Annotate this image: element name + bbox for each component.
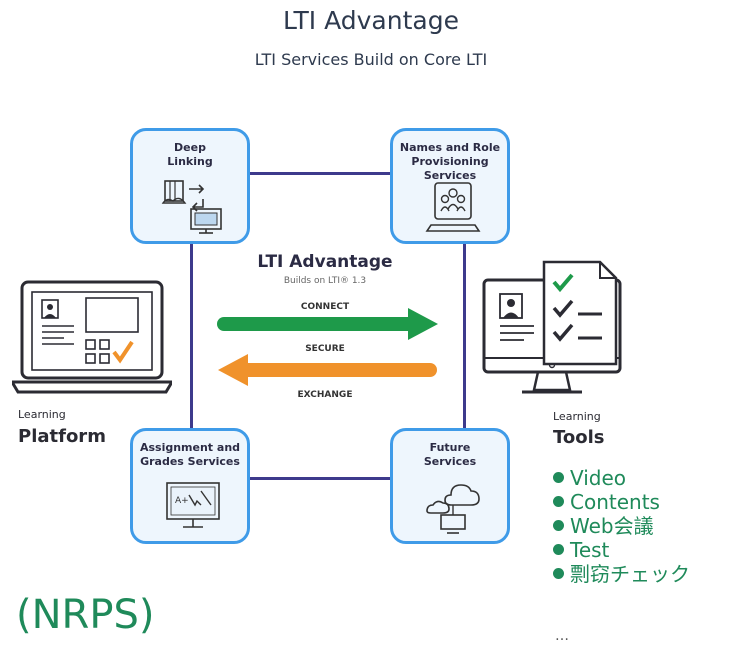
list-item: Contents bbox=[553, 490, 690, 514]
tools-list: Video Contents Web会議 Test 剽窃チェック bbox=[553, 466, 690, 586]
bullet-icon bbox=[553, 520, 564, 531]
tool-item-label: Video bbox=[570, 466, 627, 490]
page-subtitle: LTI Services Build on Core LTI bbox=[254, 50, 488, 69]
list-item: Video bbox=[553, 466, 690, 490]
more-ellipsis: … bbox=[555, 628, 569, 644]
svg-text:A+: A+ bbox=[175, 496, 189, 506]
page-title: LTI Advantage bbox=[283, 6, 459, 35]
list-item: Test bbox=[553, 538, 690, 562]
cloud-network-icon bbox=[426, 484, 480, 534]
service-label-line1: Assignment and bbox=[139, 441, 241, 454]
service-label: Deep Linking bbox=[133, 141, 247, 169]
tool-item-label: Contents bbox=[570, 490, 660, 514]
people-group-icon bbox=[425, 182, 481, 232]
bullet-icon bbox=[553, 496, 564, 507]
tool-item-label: Web会議 bbox=[570, 514, 654, 538]
platform-label-small: Learning bbox=[18, 408, 66, 421]
bullet-icon bbox=[553, 544, 564, 555]
tool-item-label: 剽窃チェック bbox=[570, 562, 690, 586]
service-assignment-grades: Assignment and Grades Services A+ bbox=[130, 428, 250, 544]
connection-frame bbox=[190, 172, 466, 480]
service-future: Future Services bbox=[390, 428, 510, 544]
platform-label: Platform bbox=[18, 426, 106, 447]
exchange-label: EXCHANGE bbox=[297, 390, 353, 400]
service-deep-linking: Deep Linking bbox=[130, 128, 250, 244]
service-label: Names and Role Provisioning Services bbox=[393, 141, 507, 183]
laptop-icon bbox=[12, 280, 172, 394]
service-label-line2: Services bbox=[423, 455, 477, 468]
data-flow-arrows bbox=[217, 308, 438, 386]
service-names-roles: Names and Role Provisioning Services bbox=[390, 128, 510, 244]
service-label: Future Services bbox=[393, 441, 507, 469]
service-label-line1: Names and Role bbox=[399, 141, 501, 154]
service-label-line1: Future bbox=[429, 441, 471, 454]
service-label-line2: Linking bbox=[167, 155, 213, 168]
center-title: LTI Advantage bbox=[257, 252, 393, 272]
nrps-annotation: (NRPS) bbox=[16, 592, 155, 638]
grading-screen-icon: A+ bbox=[166, 482, 220, 528]
tools-label: Tools bbox=[553, 427, 605, 448]
center-subtitle: Builds on LTI® 1.3 bbox=[283, 276, 367, 286]
tools-label-small: Learning bbox=[553, 410, 601, 423]
connect-label: CONNECT bbox=[300, 302, 350, 312]
deep-linking-icon bbox=[161, 180, 222, 234]
list-item: 剽窃チェック bbox=[553, 562, 690, 586]
bullet-icon bbox=[553, 568, 564, 579]
bullet-icon bbox=[553, 472, 564, 483]
service-label-line1: Deep bbox=[174, 141, 206, 154]
list-item: Web会議 bbox=[553, 514, 690, 538]
secure-arrow bbox=[218, 354, 437, 386]
monitor-checklist-icon bbox=[482, 260, 622, 394]
service-label-line2: Provisioning Services bbox=[411, 155, 489, 182]
service-label-line2: Grades Services bbox=[140, 455, 240, 468]
service-label: Assignment and Grades Services bbox=[133, 441, 247, 469]
secure-label: SECURE bbox=[305, 344, 345, 354]
connect-arrow bbox=[217, 308, 438, 340]
tool-item-label: Test bbox=[570, 538, 610, 562]
